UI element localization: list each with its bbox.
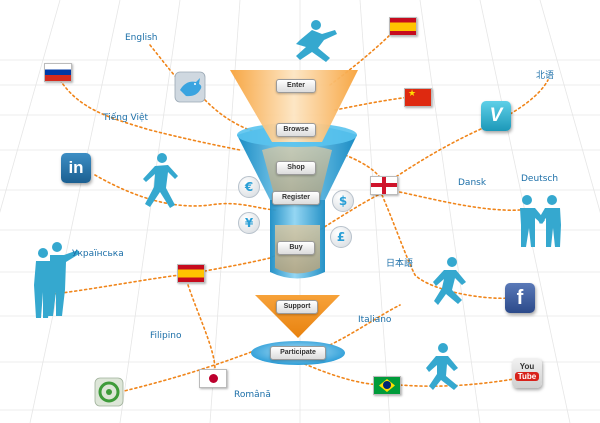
language-italiano: Italiano	[358, 315, 392, 325]
twitter-bird-icon	[174, 71, 206, 103]
language-chinese: 北语	[536, 71, 555, 81]
vimeo-icon: V	[481, 101, 511, 131]
euro-icon: €	[238, 176, 260, 198]
language-ukrainian: Українська	[72, 249, 124, 259]
russia-flag-icon	[44, 63, 72, 82]
youtube-icon: You Tube	[512, 358, 542, 388]
runner-figure-right	[433, 257, 466, 305]
youtube-icon-top-text: You	[519, 362, 535, 371]
funnel-step-participate[interactable]: Participate	[270, 346, 326, 360]
walker-figure-left	[143, 153, 178, 208]
people-figures	[34, 20, 561, 390]
language-english: English	[125, 33, 158, 43]
pair-figures-left	[34, 242, 79, 318]
language-filipino: Filipino	[150, 331, 182, 341]
language-dansk: Dansk	[458, 178, 487, 188]
dollar-icon: $	[332, 190, 354, 212]
linkedin-icon: in	[61, 153, 91, 183]
funnel-step-enter[interactable]: Enter	[276, 79, 316, 93]
pound-icon: £	[330, 226, 352, 248]
funnel-step-buy[interactable]: Buy	[277, 241, 315, 255]
youtube-icon-bottom-text: Tube	[515, 372, 539, 381]
language-tieng-viet: Tiếng Việt	[103, 113, 149, 123]
yen-icon: ¥	[238, 212, 260, 234]
facebook-icon: f	[505, 283, 535, 313]
england-flag-icon	[370, 176, 398, 195]
language-deutsch: Deutsch	[521, 174, 559, 184]
brazil-flag-icon	[373, 376, 401, 395]
spain-flag-icon	[389, 17, 417, 36]
vimeo-icon-text: V	[489, 105, 503, 126]
runner-figure-bottom	[426, 343, 458, 390]
language-japanese: 日本語	[386, 259, 414, 269]
funnel-step-shop[interactable]: Shop	[276, 161, 316, 175]
handshake-figures	[520, 195, 561, 247]
funnel-step-register[interactable]: Register	[272, 191, 320, 205]
japan-flag-icon	[199, 369, 227, 388]
facebook-icon-text: f	[516, 287, 524, 309]
stumbleupon-icon	[94, 377, 124, 407]
linkedin-icon-text: in	[68, 158, 84, 177]
funnel-step-browse[interactable]: Browse	[276, 123, 316, 137]
hurdler-figure	[296, 20, 337, 62]
china-flag-icon: ★	[404, 88, 432, 107]
spain-flag-icon-2	[177, 264, 205, 283]
language-romana: Română	[234, 390, 271, 400]
funnel-step-support[interactable]: Support	[276, 300, 318, 314]
